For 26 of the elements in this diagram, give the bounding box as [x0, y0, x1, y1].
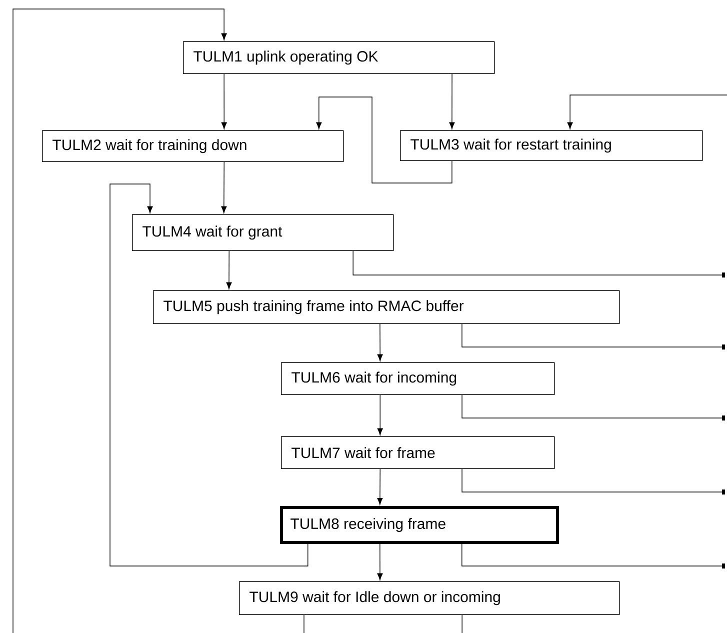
arrow: [462, 468, 725, 494]
arrow: [377, 544, 383, 580]
state-box: TULM5 push training frame into RMAC buffer: [153, 290, 620, 324]
arrow: [377, 324, 383, 362]
arrow: [462, 544, 725, 568]
arrow: [316, 96, 452, 184]
arrow: [221, 74, 227, 130]
state-box: TULM4 wait for grant: [132, 214, 394, 251]
arrow: [462, 324, 725, 350]
arrow: [449, 74, 455, 130]
arrow: [462, 394, 725, 420]
state-box: TULM8 receiving frame: [280, 506, 559, 544]
state-box: TULM2 wait for training down: [42, 130, 344, 162]
arrow: [12, 8, 227, 633]
arrow: [377, 394, 383, 436]
state-box: TULM3 wait for restart training: [400, 130, 703, 161]
arrow: [110, 184, 308, 566]
arrow: [377, 468, 383, 505]
arrow: [352, 250, 725, 278]
arrow: [226, 250, 232, 290]
state-box: TULM9 wait for Idle down or incoming: [239, 581, 620, 615]
arrow: [567, 94, 727, 130]
state-box: TULM6 wait for incoming: [281, 362, 555, 395]
state-box: TULM1 uplink operating OK: [183, 41, 495, 74]
arrow: [221, 162, 227, 214]
state-box: TULM7 wait for frame: [281, 436, 555, 469]
